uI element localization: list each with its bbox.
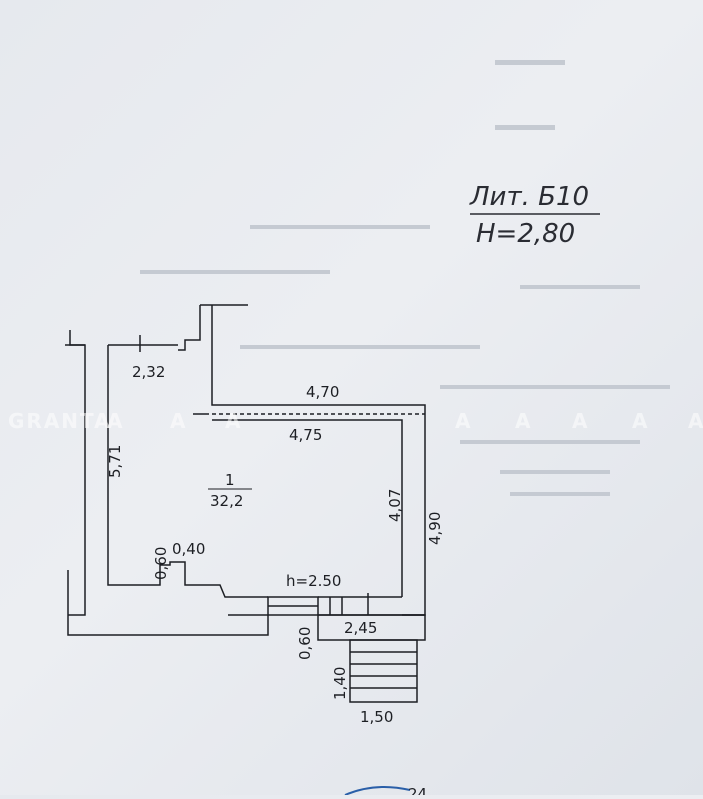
stamp-arc xyxy=(344,786,411,796)
inner-wall xyxy=(107,344,403,598)
page-number: 24 xyxy=(408,785,427,795)
dim-porch-depth: 0,60 xyxy=(296,627,314,660)
faint-line xyxy=(460,440,640,444)
faint-line xyxy=(510,492,610,496)
watermark: GRANTA A A A A A A A A xyxy=(8,409,703,433)
faint-line xyxy=(500,470,610,474)
header: Лит. Б10 H=2,80 xyxy=(469,182,600,249)
dim-niche-height: 0,60 xyxy=(152,547,170,580)
watermark-mark: A xyxy=(515,409,532,433)
height-label: H=2,80 xyxy=(476,219,575,249)
watermark-mark: A xyxy=(107,409,124,433)
dim-top-right: 4,70 xyxy=(306,383,339,401)
faint-line xyxy=(495,125,555,130)
background-faint-text xyxy=(140,60,670,496)
room-area: 32,2 xyxy=(210,492,243,510)
faint-line xyxy=(495,60,565,65)
dim-inner-top: 4,75 xyxy=(289,426,322,444)
faint-line xyxy=(440,385,670,389)
room-number: 1 xyxy=(225,471,235,489)
faint-line xyxy=(520,285,640,289)
walls xyxy=(65,304,426,703)
watermark-mark: A xyxy=(455,409,472,433)
lit-label: Лит. Б10 xyxy=(469,182,589,212)
stairs xyxy=(349,639,418,703)
room-label: 1 32,2 h=2.50 xyxy=(208,471,341,590)
dimension-labels: 2,32 4,70 4,75 5,71 4,07 4,90 0,60 0,40 … xyxy=(106,363,444,726)
dim-right-inner: 4,07 xyxy=(386,489,404,522)
ceiling-height: h=2.50 xyxy=(286,572,341,590)
watermark-text: GRANTA xyxy=(8,409,112,433)
watermark-mark: A xyxy=(170,409,187,433)
watermark-mark: A xyxy=(632,409,649,433)
faint-line xyxy=(240,345,480,349)
watermark-mark: A xyxy=(572,409,589,433)
watermark-mark: A xyxy=(688,409,703,433)
faint-line xyxy=(140,270,330,274)
watermark-mark: A xyxy=(225,409,242,433)
footer: 24 xyxy=(344,785,427,799)
dim-porch-width: 2,45 xyxy=(344,619,377,637)
dim-top-left: 2,32 xyxy=(132,363,165,381)
dim-right-outer: 4,90 xyxy=(426,512,444,545)
faint-line xyxy=(250,225,430,229)
dim-left-side: 5,71 xyxy=(106,445,124,478)
dim-stairs-length: 1,40 xyxy=(331,667,349,700)
dim-stairs-width: 1,50 xyxy=(360,708,393,726)
dim-niche-width: 0,40 xyxy=(172,540,205,558)
outer-wall xyxy=(67,304,426,636)
